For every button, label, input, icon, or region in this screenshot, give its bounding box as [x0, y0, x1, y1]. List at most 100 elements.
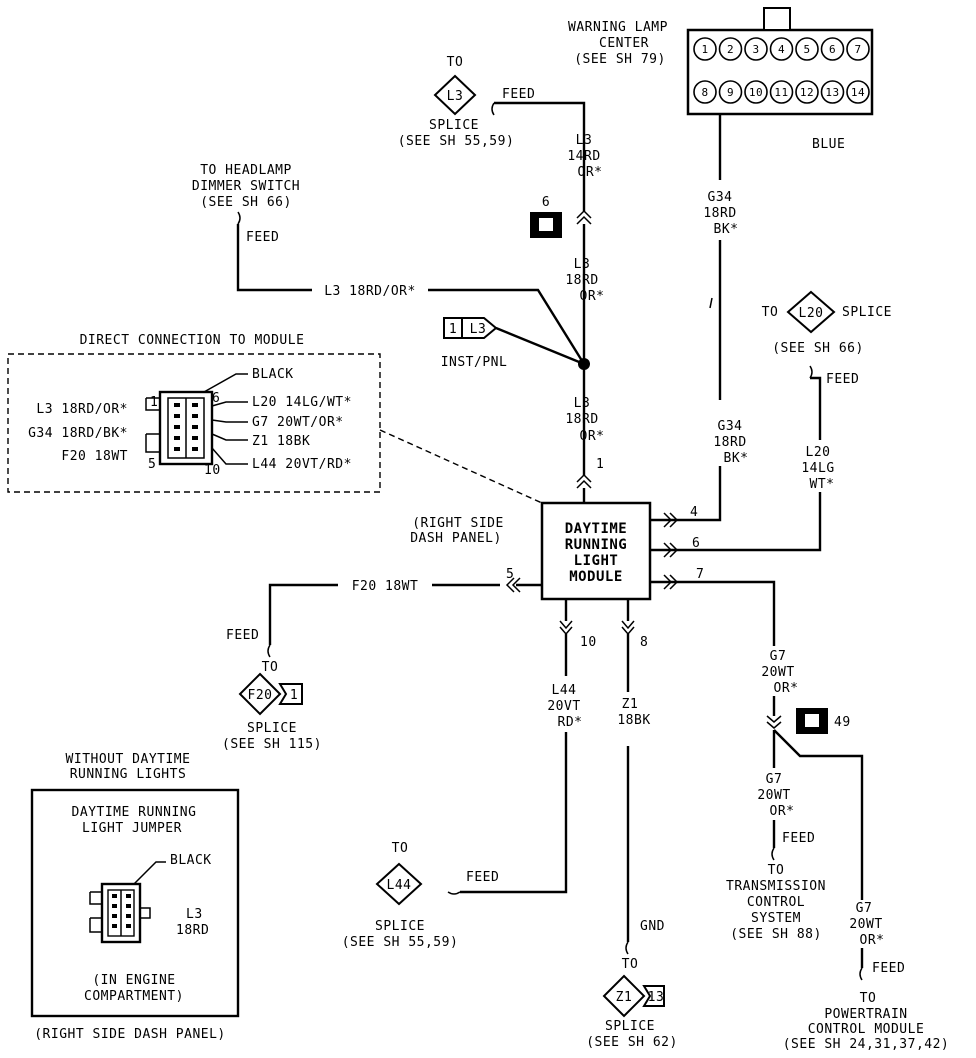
direct-connection-box [7, 353, 381, 493]
wire-l44 [460, 599, 568, 894]
pin7-connector-symbol [663, 574, 679, 590]
wlc-pin-9: 9 [718, 80, 743, 104]
z1-pin: 8 [640, 635, 648, 650]
jumper-circuit: L3 [186, 907, 203, 922]
pcm-0: TO [860, 991, 877, 1006]
wlc-pin-4: 4 [769, 37, 794, 61]
pin10-connector-symbol [559, 620, 573, 636]
wire-l3-a-gauge: 14RD [567, 149, 600, 164]
direct-right-3: L44 20VT/RD* [252, 457, 352, 472]
direct-module-connector[interactable] [158, 390, 214, 466]
wire-l3-a-circuit: L3 [576, 133, 593, 148]
pin-cavity [174, 436, 180, 440]
pin-cavity [174, 403, 180, 407]
module-label-3: LIGHT [574, 553, 619, 569]
g34-lower-circuit: G34 [718, 419, 743, 434]
wlc-color: BLUE [812, 137, 845, 152]
f20-splice-diamond[interactable]: F20 1 [238, 672, 303, 716]
svg-text:11: 11 [774, 86, 788, 99]
jumper-title-2: LIGHT JUMPER [82, 821, 182, 836]
wlc-pin-2: 2 [718, 37, 743, 61]
svg-text:1: 1 [701, 43, 708, 56]
l44-splice: SPLICE [375, 919, 425, 934]
l20-circuit: L20 [806, 445, 831, 460]
pin-cavity [112, 904, 117, 908]
connector-6-symbol [576, 209, 592, 225]
svg-text:9: 9 [727, 86, 734, 99]
g34-upper-gauge: 18RD [703, 206, 736, 221]
z1-num: 13 [648, 990, 665, 1005]
jumper-connector[interactable] [100, 882, 142, 944]
daytime-running-light-module[interactable]: DAYTIME RUNNING LIGHT MODULE [540, 501, 652, 601]
l3-splice-top-see: (SEE SH 55,59) [398, 134, 515, 149]
inst-panel-connector[interactable]: 1 L3 [443, 317, 498, 339]
jumper-black-leader [133, 861, 166, 885]
connector-49-icon[interactable] [796, 708, 828, 734]
pin-cavity [126, 894, 131, 898]
svg-text:10: 10 [749, 86, 763, 99]
wire-l3-c-marking: OR* [580, 429, 605, 444]
l3-splice-top-code: L3 [447, 89, 464, 104]
jumper-loc-1: (IN ENGINE [92, 973, 175, 988]
direct-title: DIRECT CONNECTION TO MODULE [80, 333, 305, 348]
connector-6-icon[interactable] [530, 212, 562, 238]
wlc-pin-8: 8 [693, 80, 717, 104]
direct-left-1: G34 18RD/BK* [28, 426, 128, 441]
f20-see: (SEE SH 115) [222, 737, 322, 752]
jumper-bottom: (RIGHT SIDE DASH PANEL) [34, 1027, 226, 1042]
wire-g7-pcm [773, 729, 864, 968]
pin1-label: 1 [596, 457, 604, 472]
headlamp-label-2: DIMMER SWITCH [192, 179, 300, 194]
headlamp-label-1: TO HEADLAMP [200, 163, 292, 178]
headlamp-feed-tail [237, 211, 241, 225]
z1-splice-diamond[interactable]: Z1 13 [602, 974, 665, 1018]
module-label-1: DAYTIME [565, 521, 628, 537]
l20-splice-word: SPLICE [842, 305, 892, 320]
l20-feed: FEED [826, 372, 859, 387]
jumper-tabs [89, 891, 151, 933]
wlc-pin-6: 6 [820, 37, 845, 61]
g7-connector-symbol [766, 715, 782, 729]
f20-code: F20 [248, 688, 273, 703]
l44-splice-diamond[interactable]: L44 [375, 862, 423, 906]
direct-left-tab-2 [145, 433, 160, 453]
l20-splice-code: L20 [799, 306, 824, 321]
svg-text:7: 7 [854, 43, 861, 56]
g34-upper-circuit: G34 [708, 190, 733, 205]
l20-splice-diamond[interactable]: L20 [786, 290, 836, 334]
l3-top-feed-tail [491, 102, 495, 116]
direct-left-0: L3 18RD/OR* [36, 402, 128, 417]
f20-splice: SPLICE [247, 721, 297, 736]
jumper-gauge: 18RD [176, 923, 209, 938]
svg-text:8: 8 [701, 86, 708, 99]
g34-lower-gauge: 18RD [713, 435, 746, 450]
wire-l3-b-marking: OR* [580, 289, 605, 304]
pin4-connector-symbol [663, 512, 679, 528]
z1-see: (SEE SH 62) [586, 1035, 678, 1050]
wlc-pin-14: 14 [846, 80, 870, 104]
wlc-label-1: WARNING LAMP [568, 20, 668, 35]
g7-c-marking: OR* [860, 933, 885, 948]
wlc-pin-3: 3 [744, 37, 768, 61]
inst-number: 1 [449, 322, 457, 337]
inst-code: L3 [470, 322, 487, 337]
l44-gauge: 20VT [547, 699, 580, 714]
module-label-2: RUNNING [565, 537, 628, 553]
pin-cavity [112, 924, 117, 928]
wire-l3-b-circuit: L3 [574, 257, 591, 272]
pcm-3: (SEE SH 24,31,37,42) [783, 1037, 950, 1052]
wire-l20 [650, 376, 822, 552]
l3-splice-top-diamond[interactable]: L3 [433, 74, 477, 116]
direct-right-leaders [211, 401, 248, 465]
g7-c-circuit: G7 [856, 901, 873, 916]
headlamp-wire-label: L3 18RD/OR* [324, 284, 416, 299]
pin6-connector-symbol [663, 542, 679, 558]
g34-tick [709, 297, 713, 309]
svg-text:6: 6 [829, 43, 836, 56]
connector-49-number: 49 [834, 715, 851, 730]
pin-cavity [174, 447, 180, 451]
g7-b-gauge: 20WT [757, 788, 790, 803]
l3-top-feed: FEED [502, 87, 535, 102]
g7-circuit: G7 [770, 649, 787, 664]
